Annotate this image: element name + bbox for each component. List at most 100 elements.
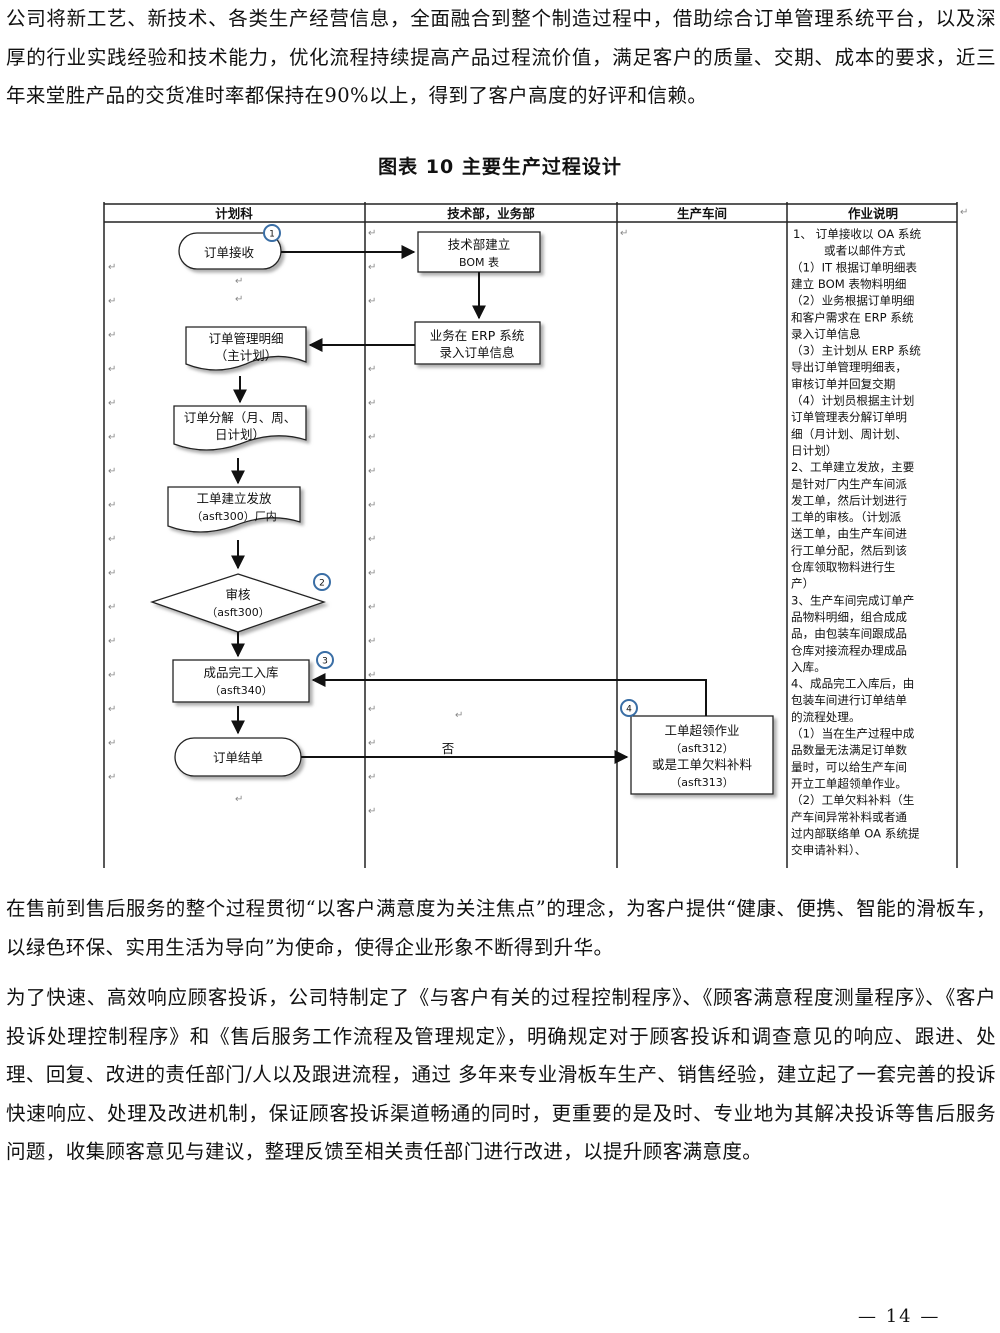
svg-text:↵: ↵ (108, 432, 116, 443)
description-line: 品，由包装车间跟成品 (791, 627, 907, 641)
svg-text:1: 1 (269, 230, 275, 240)
production-flowchart: 计划科 技术部，业务部 生产车间 作业说明 ↵↵ ↵↵ ↵↵ ↵↵ ↵↵ ↵↵ … (103, 202, 968, 868)
description-line: 是针对厂内生产车间派 (791, 477, 907, 491)
svg-text:订单接收: 订单接收 (204, 245, 255, 260)
svg-text:（asft312）: （asft312） (670, 742, 733, 755)
description-line: 订单管理表分解订单明 (791, 410, 907, 424)
svg-text:↵: ↵ (368, 466, 376, 477)
node-bom: 技术部建立 BOM 表 (417, 231, 541, 273)
svg-text:2: 2 (319, 579, 325, 589)
description-line: 导出订单管理明细表， (791, 360, 907, 374)
svg-text:审核: 审核 (225, 587, 251, 602)
description-line: 入库。 (791, 660, 826, 674)
step-badge-4: 4 (620, 699, 638, 717)
description-line: 交申请补料）、 (791, 843, 866, 857)
step-badge-1: 1 (263, 224, 281, 242)
description-line: 仓库对接流程办理成品 (791, 643, 907, 657)
svg-text:↵: ↵ (368, 738, 376, 749)
svg-text:↵: ↵ (368, 500, 376, 511)
description-line: 录入订单信息 (791, 327, 861, 341)
node-order-close: 订单结单 (174, 737, 302, 777)
header-workshop: 生产车间 (677, 206, 727, 221)
svg-text:↵: ↵ (108, 602, 116, 613)
intro-paragraph: 公司将新工艺、新技术、各类生产经营信息，全面融合到整个制造过程中，借助综合订单管… (6, 7, 996, 107)
svg-text:↵: ↵ (455, 710, 463, 721)
page-number: — 14 — (858, 1306, 941, 1327)
node-work-order: 工单建立发放 （asft300）厂内 (167, 486, 301, 533)
svg-text:↵: ↵ (368, 602, 376, 613)
node-stock-in: 成品完工入库 （asft340） (172, 659, 310, 703)
description-line: 产） (791, 577, 814, 591)
svg-text:↵: ↵ (368, 704, 376, 715)
node-over-issue: 工单超领作业 （asft312） 或是工单欠料补料 （asft313） (630, 715, 774, 795)
step-badge-2: 2 (313, 573, 331, 591)
svg-text:订单分解（月、周、: 订单分解（月、周、 (184, 410, 297, 425)
flow-arrows (231, 245, 707, 764)
description-line: （1）当在生产过程中成 (791, 727, 915, 741)
description-line: 产车间异常补料或者通 (791, 810, 907, 824)
node-review: 审核 （asft300） (149, 573, 327, 633)
description-line: 细（月计划、周计划、 (791, 427, 907, 441)
svg-text:↵: ↵ (108, 772, 116, 783)
description-line: （3）主计划从 ERP 系统 (791, 344, 921, 358)
description-line: 开立工单超领单作业。 (791, 776, 907, 790)
description-line: 过内部联络单 OA 系统提 (791, 826, 920, 840)
description-line: 包装车间进行订单结单 (791, 693, 907, 707)
header-planning: 计划科 (215, 206, 253, 221)
svg-text:工单建立发放: 工单建立发放 (196, 491, 272, 506)
service-paragraph: 在售前到售后服务的整个过程贯彻“以客户满意度为关注焦点”的理念，为客户提供“健康… (6, 897, 996, 959)
svg-text:（asft300）厂内: （asft300）厂内 (191, 509, 276, 523)
figure-caption: 图表 10 主要生产过程设计 (378, 156, 622, 178)
description-line: 的流程处理。 (791, 710, 861, 724)
description-line: 2、工单建立发放，主要 (791, 460, 914, 474)
svg-text:录入订单信息: 录入订单信息 (439, 345, 514, 360)
svg-text:日计划）: 日计划） (215, 427, 265, 442)
svg-text:↵: ↵ (368, 432, 376, 443)
description-line: 仓库领取物料进行生 (791, 560, 895, 574)
description-line: 工单的审核。（计划派 (791, 510, 902, 524)
description-line: （1）IT 根据订单明细表 (791, 260, 917, 274)
svg-text:订单管理明细: 订单管理明细 (208, 331, 283, 346)
svg-text:↵: ↵ (368, 296, 376, 307)
header-tech-business: 技术部，业务部 (447, 206, 535, 221)
svg-text:↵: ↵ (368, 364, 376, 375)
description-line: 发工单，然后计划进行 (791, 493, 907, 507)
svg-text:（主计划）: （主计划） (215, 348, 278, 363)
svg-text:↵: ↵ (108, 330, 116, 341)
svg-text:订单结单: 订单结单 (213, 750, 263, 765)
description-line: 送工单，由生产车间进 (791, 527, 907, 541)
node-order-split: 订单分解（月、周、 日计划） (173, 405, 307, 451)
svg-text:↵: ↵ (368, 398, 376, 409)
description-line: 审核订单并回复交期 (791, 377, 895, 391)
svg-text:BOM 表: BOM 表 (459, 255, 499, 269)
node-order-receive: 订单接收 (178, 232, 282, 270)
svg-text:↵: ↵ (108, 466, 116, 477)
svg-text:↵: ↵ (620, 228, 628, 239)
description-line: （4）计划员根据主计划 (791, 394, 914, 408)
svg-text:↵: ↵ (108, 670, 116, 681)
svg-text:↵: ↵ (368, 534, 376, 545)
no-branch-label: 否 (442, 741, 455, 756)
svg-text:↵: ↵ (108, 500, 116, 511)
svg-text:↵: ↵ (108, 534, 116, 545)
paragraph-marks: ↵ ↵ ↵ ↵ ↵ ↵ ↵ ↵ ↵ ↵ ↵ ↵ ↵ ↵ ↵ ↵ ↵ ↵ ↵ ↵ ↵ ↵ ↵ ↵ ↵ ↵ ↵… (108, 207, 968, 817)
svg-text:↵: ↵ (960, 207, 968, 218)
description-line: 行工单分配，然后到该 (791, 543, 907, 557)
swimlane-table (103, 202, 958, 868)
svg-text:↵: ↵ (235, 794, 243, 805)
step-badge-3: 3 (316, 651, 334, 669)
node-order-detail: 订单管理明细 （主计划） (185, 326, 307, 371)
svg-text:↵: ↵ (108, 296, 116, 307)
node-erp-entry: 业务在 ERP 系统 录入订单信息 (414, 321, 541, 365)
svg-text:↵: ↵ (108, 704, 116, 715)
svg-text:（asft340）: （asft340） (209, 684, 272, 697)
description-line: 1、 订单接收以 OA 系统 (793, 227, 921, 241)
svg-text:↵: ↵ (108, 262, 116, 273)
svg-text:↵: ↵ (368, 806, 376, 817)
description-line: 和客户需求在 ERP 系统 (791, 310, 914, 324)
svg-text:↵: ↵ (368, 228, 376, 239)
svg-text:↵: ↵ (108, 398, 116, 409)
svg-text:↵: ↵ (108, 568, 116, 579)
svg-text:↵: ↵ (108, 636, 116, 647)
